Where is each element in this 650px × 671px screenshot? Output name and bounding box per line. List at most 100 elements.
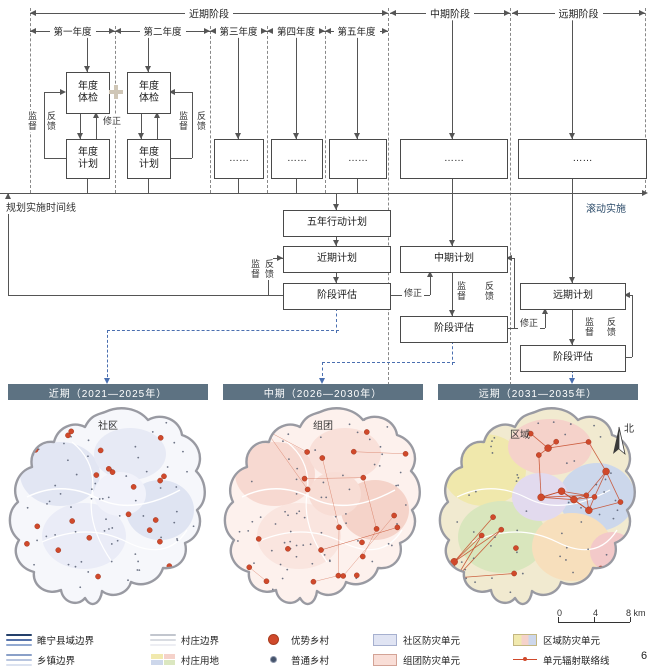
arrowhead [169,88,175,95]
annual-check-box-1: 年度体检 [66,72,110,114]
supervise-label: 监督 [584,316,594,338]
far-term-plan-label: 远期计划 [553,290,593,302]
feedback-label: 反馈 [196,110,206,132]
arrowhead [506,254,512,261]
ellipsis-box-far: …… [518,139,647,179]
scale-bar-tick [558,617,559,622]
year-label-3: 第三年度 [215,23,262,38]
map-header-mid: 中期（2026—2030年） [223,384,423,400]
supervise-label: 监督 [27,110,37,132]
arrowhead [568,339,575,345]
legend-item: 区域防灾单元 [512,633,600,647]
grid-divider [325,26,326,193]
grid-divider [645,8,646,193]
map-unit-label-near: 社区 [98,421,118,432]
five-year-action-plan-box: 五年行动计划 [283,210,391,237]
feedback-label: 反馈 [484,280,494,302]
near-term-plan-label: 近期计划 [317,253,357,265]
connector-line [148,33,149,72]
stage-evaluation-label: 阶段评估 [317,290,357,302]
feedback-label: 反馈 [46,110,56,132]
loop-line [169,92,192,93]
connector-line [96,112,97,139]
map-connector [322,362,323,387]
rolling-implementation-label: 滚动实施 [584,200,628,215]
loop-line [632,295,633,357]
supervise-label: 监督 [456,280,466,302]
scale-label-8km: 8 km [626,608,646,618]
township-boundary-icon [6,653,32,666]
legend-label: 普通乡村 [291,655,330,667]
county-boundary [223,407,421,606]
map-region-patches [224,408,420,604]
arrowhead [624,291,630,298]
grid-divider [267,26,268,193]
arrowhead [568,378,575,384]
annual-plan-label: 年度计划 [139,146,159,171]
map-far-term [438,407,636,606]
feedback-line [8,193,9,295]
scale-bar-tick [630,617,631,622]
connector-line [238,33,239,139]
map-near-term [8,407,206,606]
arrowhead [318,378,325,384]
five-year-action-plan-label: 五年行动计划 [307,217,367,229]
arrowhead [76,133,83,139]
connector-line [238,177,239,193]
arrowhead [353,133,360,139]
page-number: 6 [641,650,648,662]
stage-evaluation-label: 阶段评估 [553,352,593,364]
legend-item: 睢宁县域边界 [6,633,94,647]
north-arrow-icon [613,426,626,456]
loop-line [44,158,66,159]
ellipsis-text: …… [444,152,464,164]
connector-line [452,271,453,316]
legend-label: 乡镇边界 [37,655,76,667]
connector-line [296,33,297,139]
phase-dim-mid: 中期阶段 [390,5,510,21]
year-dim-1: 第一年度 [30,23,115,38]
connector-line [572,308,573,345]
supervise-label: 监督 [178,110,188,132]
connector-line [148,177,149,193]
connector-line [296,177,297,193]
regional-unit-icon [512,633,538,646]
county-boundary-icon [6,633,32,646]
dominant-village-icon [260,634,286,645]
legend-item: 普通乡村 [260,653,330,667]
year-label-4: 第四年度 [272,23,320,38]
arrowhead [83,66,90,72]
connector-line [336,193,337,210]
arrowhead [153,112,160,118]
arrowhead [426,271,433,277]
village-land-icon [150,654,176,665]
arrowhead [448,133,455,139]
arrowhead [292,133,299,139]
arrowhead [103,378,110,384]
scale-label-4: 4 [593,608,599,618]
year-dim-2: 第二年度 [115,23,210,38]
connector-line [157,112,158,139]
arrowhead [332,277,339,283]
revise-line [430,271,431,295]
radiation-link-icon [512,657,538,661]
legend-item: 社区防灾单元 [372,633,460,647]
feedback-line [8,295,283,296]
ellipsis-box-year4: …… [271,139,323,179]
arrowhead [332,204,339,210]
county-boundary [8,407,206,606]
annual-plan-box-2: 年度计划 [127,139,171,179]
feedback-label: 反馈 [264,258,274,280]
map-mid-term [223,407,421,606]
legend-item: 村庄用地 [150,653,219,667]
timeline-arrowhead [642,189,648,196]
loop-line [192,92,193,158]
mid-term-plan-label: 中期计划 [434,253,474,265]
annual-check-label: 年度体检 [78,80,98,105]
phase-dim-near: 近期阶段 [30,5,388,21]
legend-item: 组团防灾单元 [372,653,460,667]
arrowhead [448,310,455,316]
stage-evaluation-box-near: 阶段评估 [283,283,391,310]
timeline-label: 规划实施时间线 [4,199,78,214]
